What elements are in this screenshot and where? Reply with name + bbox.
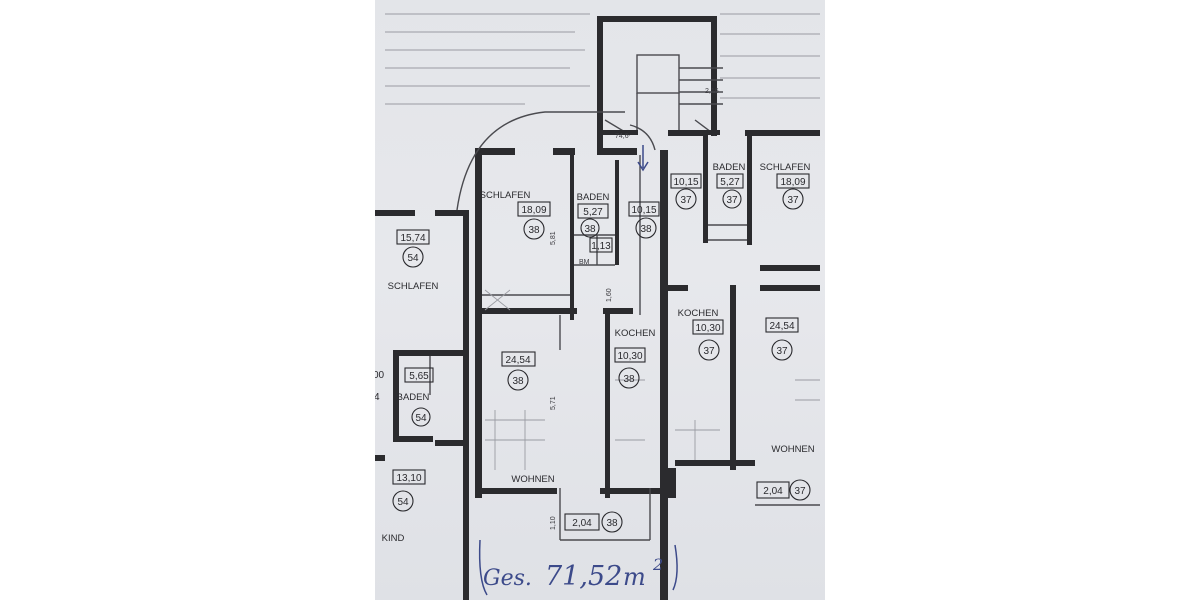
room-kind-label-54: KIND xyxy=(382,533,405,544)
unit-number: 38 xyxy=(584,224,596,235)
dim-160: 1,60 xyxy=(606,288,613,302)
room-area: 5,27 xyxy=(583,207,603,218)
room-area: 15,74 xyxy=(400,233,425,244)
room-flur-38: 10,15 38 xyxy=(628,201,660,239)
room-schlafen-38: SCHLAFEN 18,09 38 xyxy=(480,190,551,240)
room-name: SCHLAFEN xyxy=(480,190,531,201)
room-area: 5,27 xyxy=(720,177,740,188)
room-baden-37: BADEN 5,27 37 xyxy=(713,162,746,209)
room-area: 2,04 xyxy=(572,518,592,529)
room-name: KOCHEN xyxy=(615,328,656,339)
room-area: 24,54 xyxy=(505,355,530,366)
room-baden-38: BADEN 5,27 38 xyxy=(577,192,610,238)
unit-number: 54 xyxy=(415,413,427,424)
room-area: 10,30 xyxy=(617,351,642,362)
unit-number: 38 xyxy=(512,376,524,387)
room-area: 13,10 xyxy=(396,473,421,484)
dim-74: 74,6 xyxy=(615,133,629,140)
walls-unit-38 xyxy=(475,148,668,600)
room-area: 5,65 xyxy=(409,371,429,382)
room-name: BADEN xyxy=(397,392,430,403)
unit-number: 37 xyxy=(776,346,788,357)
unit-number: 38 xyxy=(528,225,540,236)
room-wohnen-37: 24,54 37 xyxy=(765,317,799,361)
total-value: 71,52 xyxy=(545,561,622,592)
edge-number-top: 00 xyxy=(375,370,385,381)
unit-number: 37 xyxy=(703,346,715,357)
room-area: 10,15 xyxy=(631,205,656,216)
room-name: SCHLAFEN xyxy=(388,281,439,292)
unit-number: 38 xyxy=(606,518,618,529)
unit-number: 37 xyxy=(787,195,799,206)
room-schlafen-37: SCHLAFEN 18,09 37 xyxy=(760,162,811,210)
floor-plan: SCHLAFEN 18,09 38 BADEN 5,27 38 10,15 38… xyxy=(375,13,820,600)
arrow-down-icon xyxy=(637,145,649,172)
arc-line-2 xyxy=(629,124,656,151)
room-baden-54: 5,65 BADEN 54 xyxy=(397,367,434,427)
dim-581: 5,81 xyxy=(550,231,557,245)
dim-110: 1,10 xyxy=(550,516,557,530)
dim-bm: BM xyxy=(579,259,590,266)
total-exponent: 2 xyxy=(652,555,663,574)
room-wohnen-label-37: WOHNEN xyxy=(771,444,814,455)
floor-plan-photo: SCHLAFEN 18,09 38 BADEN 5,27 38 10,15 38… xyxy=(375,0,825,600)
unit-number: 38 xyxy=(640,224,652,235)
unit-number: 37 xyxy=(680,195,692,206)
unit-number: 37 xyxy=(726,195,738,206)
unit-number: 54 xyxy=(407,253,419,264)
room-wc-38: 1,13 xyxy=(589,237,613,253)
room-area: 2,04 xyxy=(763,486,783,497)
room-balkon-38: 2,04 38 xyxy=(564,511,623,533)
dim-216: 2,16 xyxy=(705,88,719,95)
room-flur-37: 10,15 37 xyxy=(670,173,702,210)
stairwell xyxy=(597,16,723,151)
total-unit: m xyxy=(623,563,646,591)
room-name: SCHLAFEN xyxy=(760,162,811,173)
room-kochen-38: KOCHEN 10,30 38 xyxy=(614,328,656,389)
room-wohnen-label-38: WOHNEN xyxy=(511,474,554,485)
room-area: 24,54 xyxy=(769,321,794,332)
dim-571: 5,71 xyxy=(550,396,557,410)
room-kind-54: 13,10 54 xyxy=(392,469,426,512)
room-area: 1,13 xyxy=(591,241,611,252)
room-name: BADEN xyxy=(713,162,746,173)
room-wohnen-38: 24,54 38 xyxy=(501,351,536,391)
bleed-through-text xyxy=(385,13,820,105)
room-area: 10,30 xyxy=(695,323,720,334)
edge-number-bottom: 4 xyxy=(375,392,380,403)
walls-unit-54 xyxy=(375,210,469,600)
room-balkon-37: 2,04 37 xyxy=(756,479,811,501)
total-area-annotation: Ges. 71,52 m 2 xyxy=(478,539,678,596)
unit-number: 37 xyxy=(794,486,806,497)
room-area: 18,09 xyxy=(521,205,546,216)
room-area: 10,15 xyxy=(673,177,698,188)
room-name: KOCHEN xyxy=(678,308,719,319)
room-kochen-37: KOCHEN 10,30 37 xyxy=(678,308,724,361)
room-name: BADEN xyxy=(577,192,610,203)
room-area: 18,09 xyxy=(780,177,805,188)
unit-number: 54 xyxy=(397,497,409,508)
arc-line xyxy=(456,111,625,211)
room-schlafen-54: 15,74 54 SCHLAFEN xyxy=(388,229,439,292)
unit-number: 38 xyxy=(623,374,635,385)
total-prefix: Ges. xyxy=(483,566,532,591)
walls-unit-37 xyxy=(668,130,820,506)
